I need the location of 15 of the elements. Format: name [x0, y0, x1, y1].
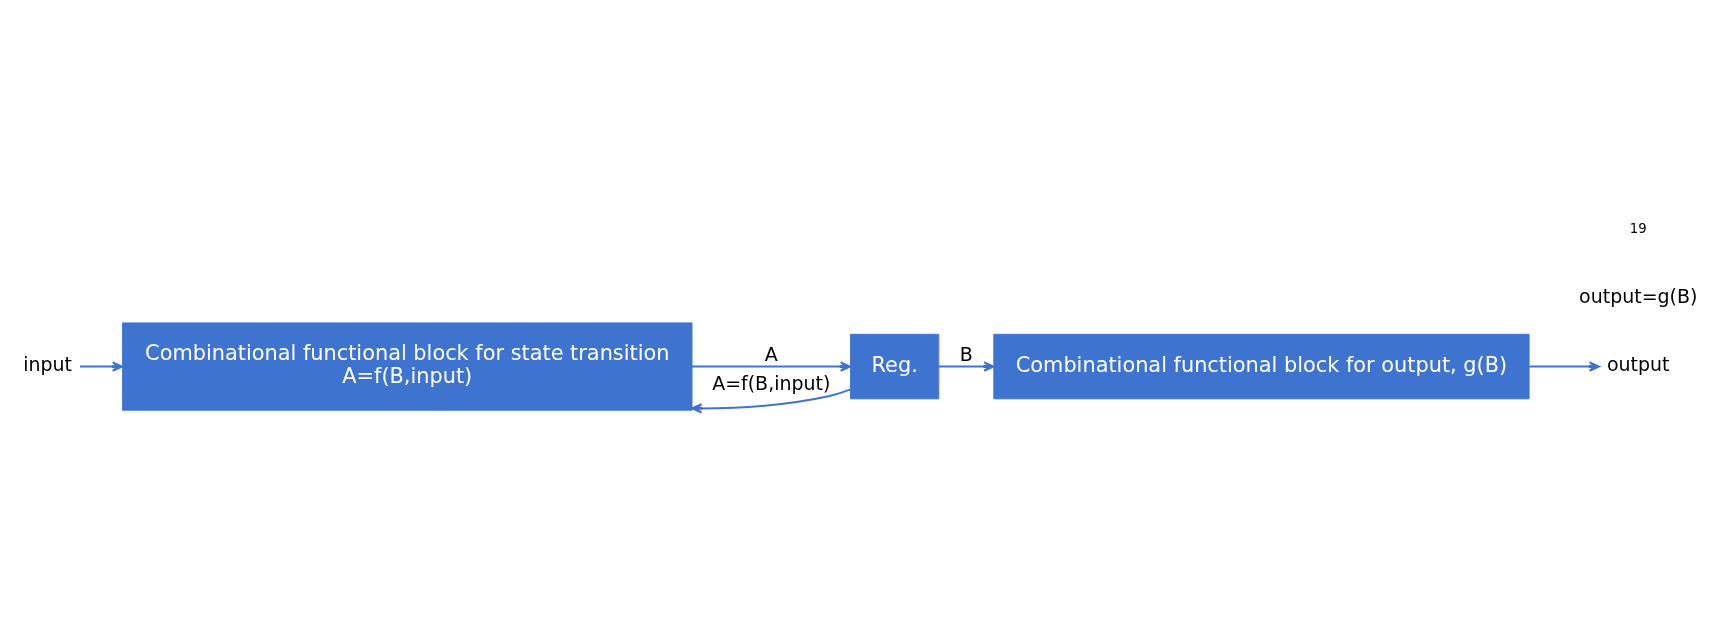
edge-label: A — [764, 342, 778, 365]
arrow — [1528, 360, 1601, 372]
node-text: input — [23, 352, 72, 375]
arrow — [691, 360, 852, 372]
node-text: output — [1606, 352, 1670, 375]
node-box: Reg. — [850, 333, 940, 399]
edge-label: B — [959, 342, 973, 365]
node-box: Combinational functional block for state transition A=f(B,input) — [122, 321, 693, 411]
arrow — [79, 360, 124, 372]
label: 19 — [1629, 220, 1647, 236]
edge-label: A=f(B,input) — [712, 371, 831, 394]
label: output=g(B) — [1579, 284, 1698, 307]
arrow — [937, 360, 995, 372]
node-box: Combinational functional block for output, g(B) — [993, 333, 1530, 399]
arrow — [691, 387, 852, 414]
